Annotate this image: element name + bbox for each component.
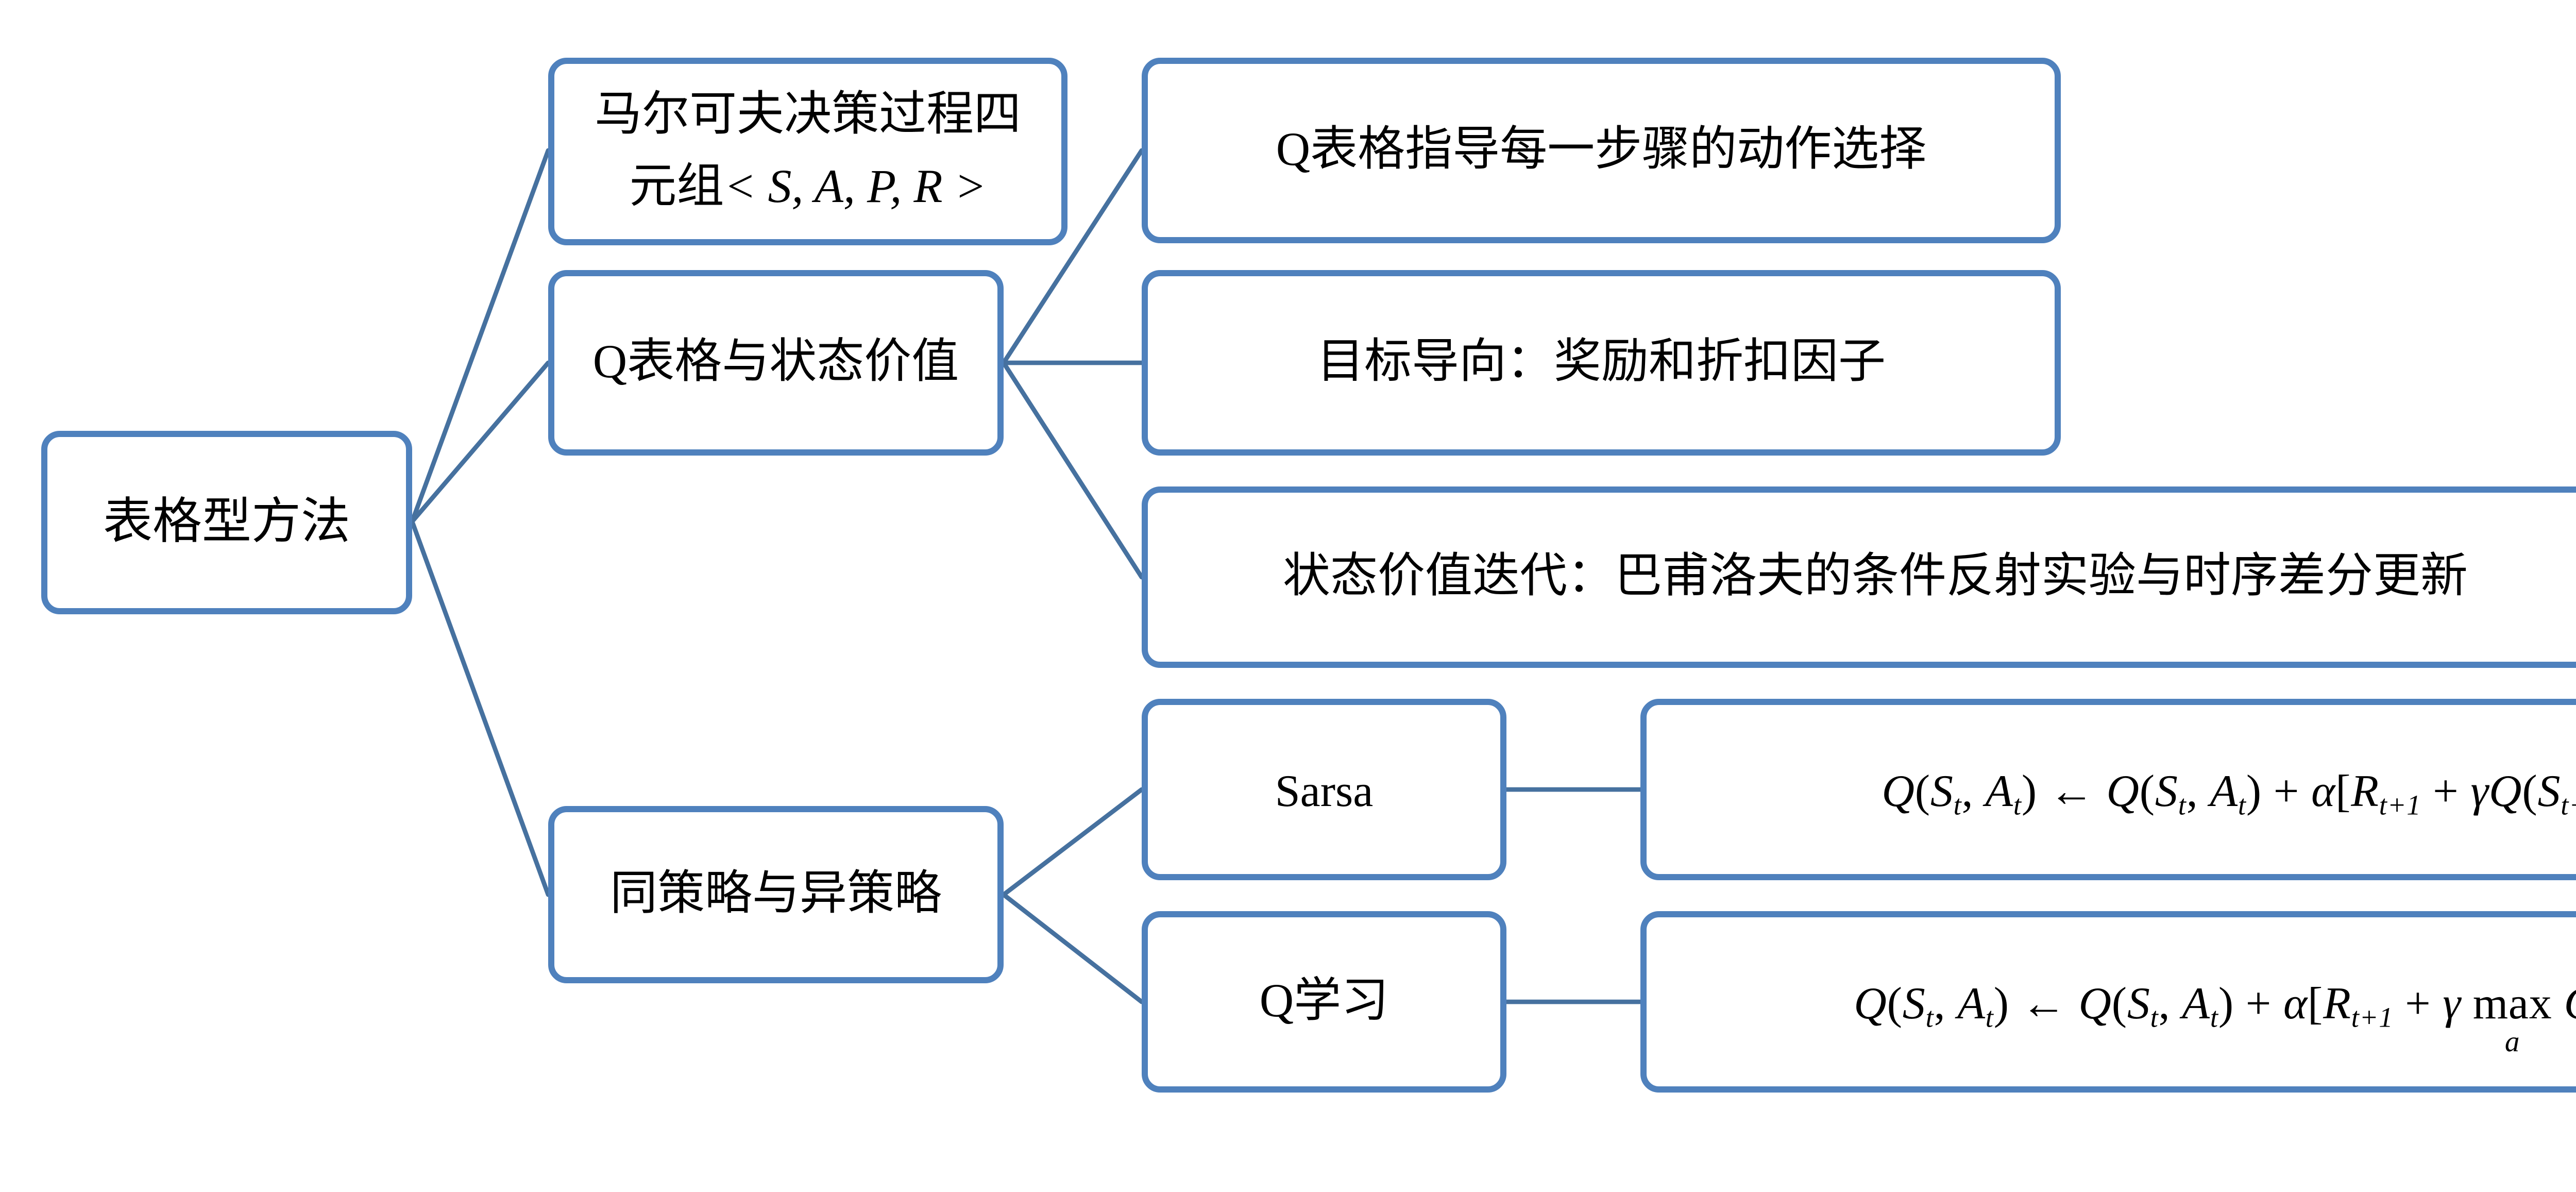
node-sarsa: Sarsa xyxy=(1142,699,1506,880)
connector-root-mdp xyxy=(410,148,551,524)
node-tabular-methods: 表格型方法 xyxy=(41,431,412,614)
connector-qtable-guide xyxy=(1001,148,1144,365)
connector-qtable-iterate xyxy=(1001,360,1144,580)
mdp-line2-math: < S, A, P, R > xyxy=(724,160,987,211)
node-tabular-methods-label: 表格型方法 xyxy=(103,496,350,549)
connector-root-policy xyxy=(410,519,551,897)
node-qtable-guides-actions-label: Q表格指导每一步骤的动作选择 xyxy=(1276,123,1927,175)
node-mdp-tuple: 马尔可夫决策过程四 元组< S, A, P, R > xyxy=(548,58,1067,245)
mdp-line2: 元组< S, A, P, R > xyxy=(595,152,1021,223)
mdp-line1: 马尔可夫决策过程四 xyxy=(595,89,1021,140)
node-sarsa-label: Sarsa xyxy=(1275,764,1374,815)
node-qtable-guides-actions: Q表格指导每一步骤的动作选择 xyxy=(1142,58,2061,243)
node-state-value-iteration-label: 状态价值迭代：巴甫洛夫的条件反射实验与时序差分更新 xyxy=(1283,550,2468,601)
node-goal-oriented: 目标导向：奖励和折扣因子 xyxy=(1142,270,2061,456)
sarsa-update-formula: Q(St, At) ← Q(St, At) + α[Rt+1 + γQ(St+1… xyxy=(1882,764,2576,820)
node-goal-oriented-label: 目标导向：奖励和折扣因子 xyxy=(1317,335,1886,387)
node-qlearning-label: Q学习 xyxy=(1259,975,1389,1026)
node-sarsa-formula: Q(St, At) ← Q(St, At) + α[Rt+1 + γQ(St+1… xyxy=(1640,699,2576,880)
connector-policy-sarsa xyxy=(1001,787,1144,897)
mdp-line2-prefix: 元组 xyxy=(629,160,724,211)
node-on-off-policy-label: 同策略与异策略 xyxy=(610,867,942,919)
node-qlearning: Q学习 xyxy=(1142,911,1506,1093)
node-qtable-state-value-label: Q表格与状态价值 xyxy=(592,335,959,387)
node-on-off-policy: 同策略与异策略 xyxy=(548,806,1004,983)
node-qtable-state-value: Q表格与状态价值 xyxy=(548,270,1004,456)
node-state-value-iteration: 状态价值迭代：巴甫洛夫的条件反射实验与时序差分更新 xyxy=(1142,486,2576,668)
connector-root-qtable xyxy=(410,360,551,524)
node-mdp-tuple-label: 马尔可夫决策过程四 元组< S, A, P, R > xyxy=(595,80,1021,223)
connector-policy-qlearn xyxy=(1001,892,1144,1004)
